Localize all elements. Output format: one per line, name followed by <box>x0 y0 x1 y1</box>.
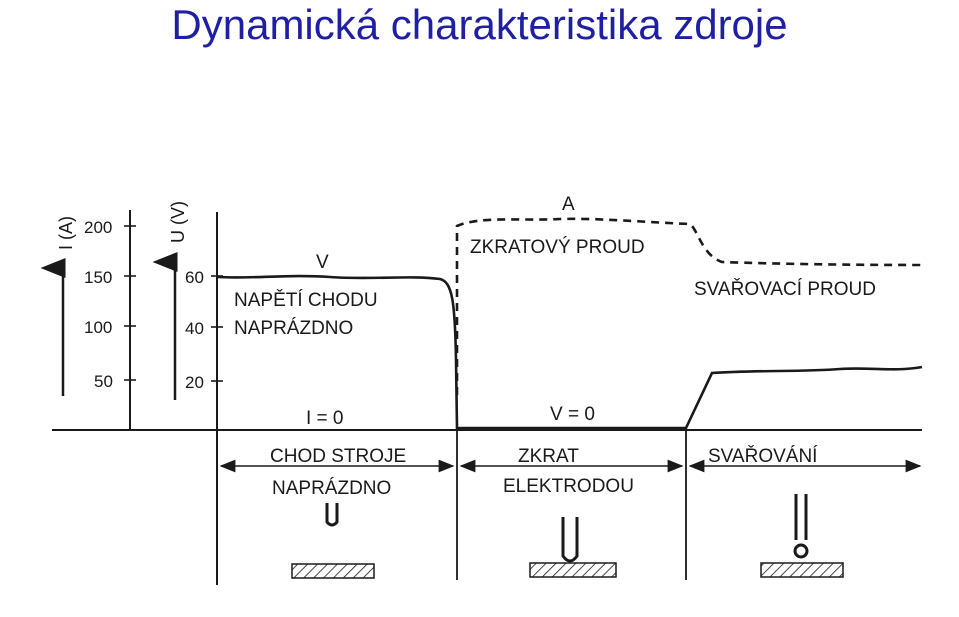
current-tick-100: 100 <box>84 318 112 337</box>
zero-current-label: I = 0 <box>306 408 344 429</box>
current-curve <box>455 217 923 395</box>
current-axis: I (A) 200 150 100 50 <box>40 210 136 430</box>
voltage-curve <box>217 274 923 430</box>
no-load-voltage-label-line1: NAPĚTÍ CHODU <box>234 289 378 311</box>
electrode-short-circuit-icon <box>529 517 617 578</box>
voltage-tick-20: 20 <box>185 373 204 392</box>
phase-no-load-line1: CHOD STROJE <box>270 446 406 467</box>
voltage-tick-40: 40 <box>185 319 204 338</box>
voltage-axis: U (V) 60 40 20 <box>152 201 223 585</box>
current-tick-150: 150 <box>84 268 112 287</box>
phase-short-line2: ELEKTRODOU <box>503 476 634 497</box>
voltage-axis-label: U (V) <box>168 201 188 243</box>
welding-current-label: SVAŘOVACÍ PROUD <box>694 278 876 300</box>
current-tick-50: 50 <box>94 372 113 391</box>
voltage-tick-60: 60 <box>185 268 204 287</box>
slide-title: Dynamická charakteristika zdroje <box>171 1 788 48</box>
electrode-idle-icon <box>291 503 375 579</box>
voltage-curve-marker: V <box>316 252 329 273</box>
current-axis-label: I (A) <box>56 216 76 250</box>
phase-short-line1: ZKRAT <box>518 446 579 467</box>
zero-voltage-label: V = 0 <box>550 404 595 425</box>
phase-welding-line1: SVAŘOVÁNÍ <box>708 445 818 467</box>
phase-no-load-line2: NAPRÁZDNO <box>272 478 391 499</box>
current-tick-200: 200 <box>84 218 112 237</box>
electrode-welding-arc-icon <box>760 494 844 578</box>
no-load-voltage-label-line2: NAPRÁZDNO <box>234 318 353 339</box>
current-curve-marker: A <box>562 194 575 215</box>
short-circuit-current-label: ZKRATOVÝ PROUD <box>470 237 645 258</box>
